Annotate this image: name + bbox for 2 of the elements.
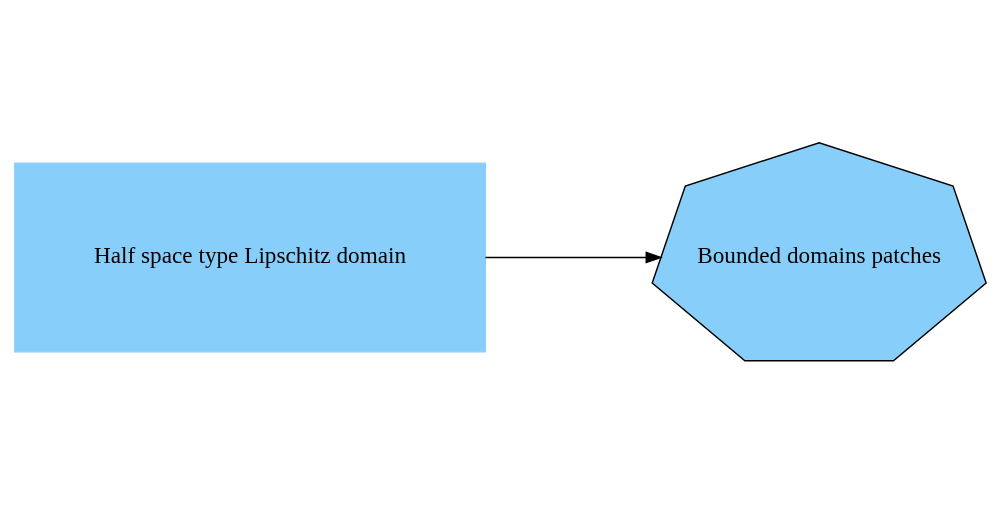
node-box: Half space type Lipschitz domain <box>14 161 486 353</box>
arrow <box>484 250 663 264</box>
